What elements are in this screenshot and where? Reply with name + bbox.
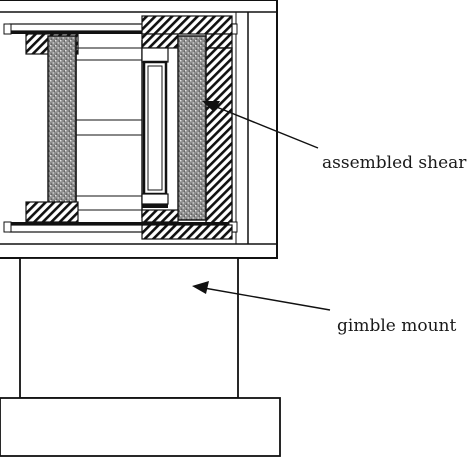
assembled-shear-label: assembled shear: [322, 153, 467, 173]
inner-guide: [75, 40, 143, 218]
base-plate: [0, 397, 281, 457]
gimble-mount: [19, 257, 239, 399]
left-shear-pad: [47, 35, 77, 221]
right-bracket: [205, 34, 237, 225]
assembled-shear-arrow: [202, 101, 319, 149]
center-bar: [141, 47, 169, 208]
gimble-mount-label: gimble mount: [337, 316, 456, 336]
gimble-mount-arrow: [192, 281, 331, 311]
right-shear-pad: [177, 35, 207, 221]
bottom-clamp-plate: [3, 201, 238, 240]
